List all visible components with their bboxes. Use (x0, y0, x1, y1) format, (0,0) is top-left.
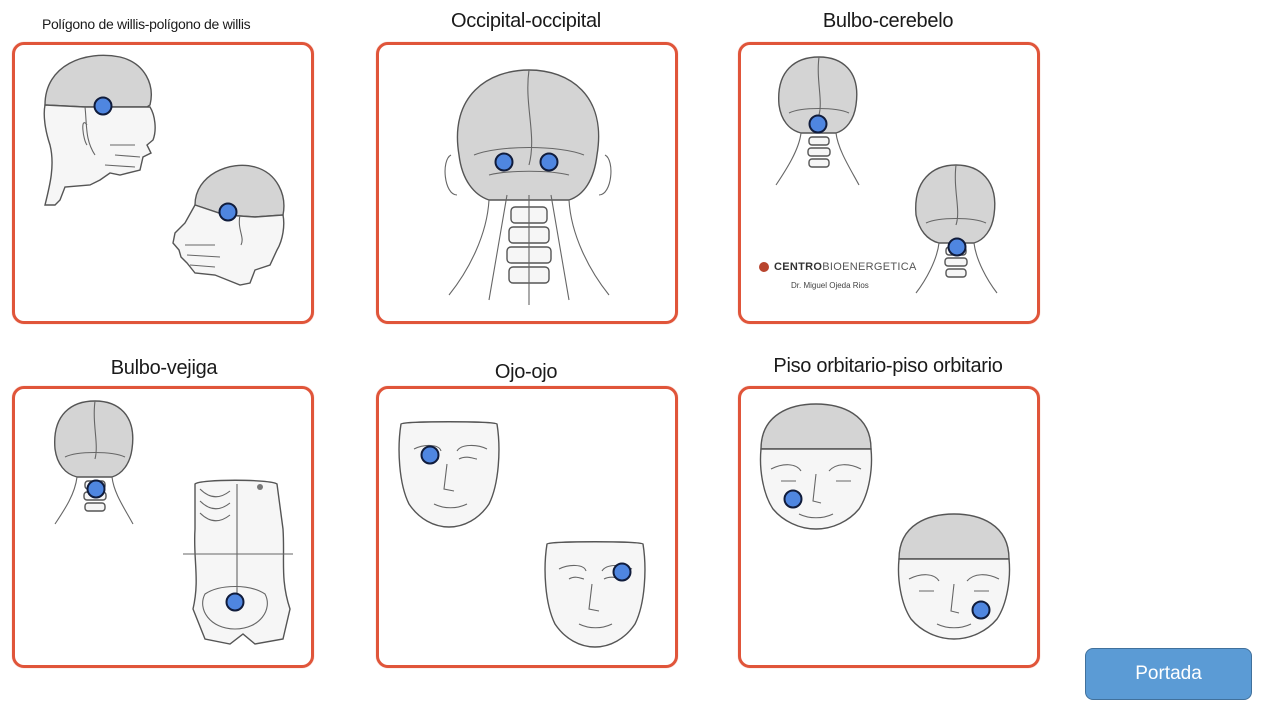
marker-dot (539, 152, 559, 172)
marker-dot (783, 489, 803, 509)
panel-piso-orbitario (738, 386, 1040, 668)
marker-dot (420, 445, 440, 465)
panel-title-occipital: Occipital-occipital (451, 10, 601, 32)
occipital-head-illustration (444, 69, 612, 305)
marker-dot (218, 202, 238, 222)
marker-dot (612, 562, 632, 582)
panel-title-ojo-ojo: Ojo-ojo (494, 361, 558, 383)
centro-bioenergetica-logo: CENTROBIOENERGETICA (774, 261, 917, 273)
panel-ojo-ojo (376, 386, 678, 668)
marker-dot (86, 479, 106, 499)
panel-title-piso-orbitario: Piso orbitario-piso orbitario (773, 355, 1003, 377)
marker-dot (225, 592, 245, 612)
marker-dot (93, 96, 113, 116)
panel-title-bulbo-cerebelo: Bulbo-cerebelo (822, 10, 954, 32)
logo-doctor-name: Dr. Miguel Ojeda Rios (791, 281, 869, 290)
panel-willis (12, 42, 314, 324)
logo-brand-light: BIOENERGETICA (822, 261, 917, 273)
willis-head-illustration (43, 54, 285, 286)
piso-orbitario-illustration (759, 403, 1011, 640)
panel-bulbo-cerebelo: CENTROBIOENERGETICA Dr. Miguel Ojeda Rio… (738, 42, 1040, 324)
panel-occipital (376, 42, 678, 324)
panel-title-bulbo-vejiga: Bulbo-vejiga (110, 357, 218, 379)
panel-title-willis: Polígono de willis-polígono de willis (42, 16, 251, 32)
bulbo-cerebelo-illustration (759, 56, 998, 294)
marker-dot (947, 237, 967, 257)
panel-bulbo-vejiga (12, 386, 314, 668)
portada-button[interactable]: Portada (1085, 648, 1252, 700)
logo-brand-bold: CENTRO (774, 261, 823, 273)
ojo-ojo-illustration (398, 421, 646, 648)
bulbo-vejiga-illustration (54, 400, 293, 645)
marker-dot (494, 152, 514, 172)
marker-dot (808, 114, 828, 134)
marker-dot (971, 600, 991, 620)
